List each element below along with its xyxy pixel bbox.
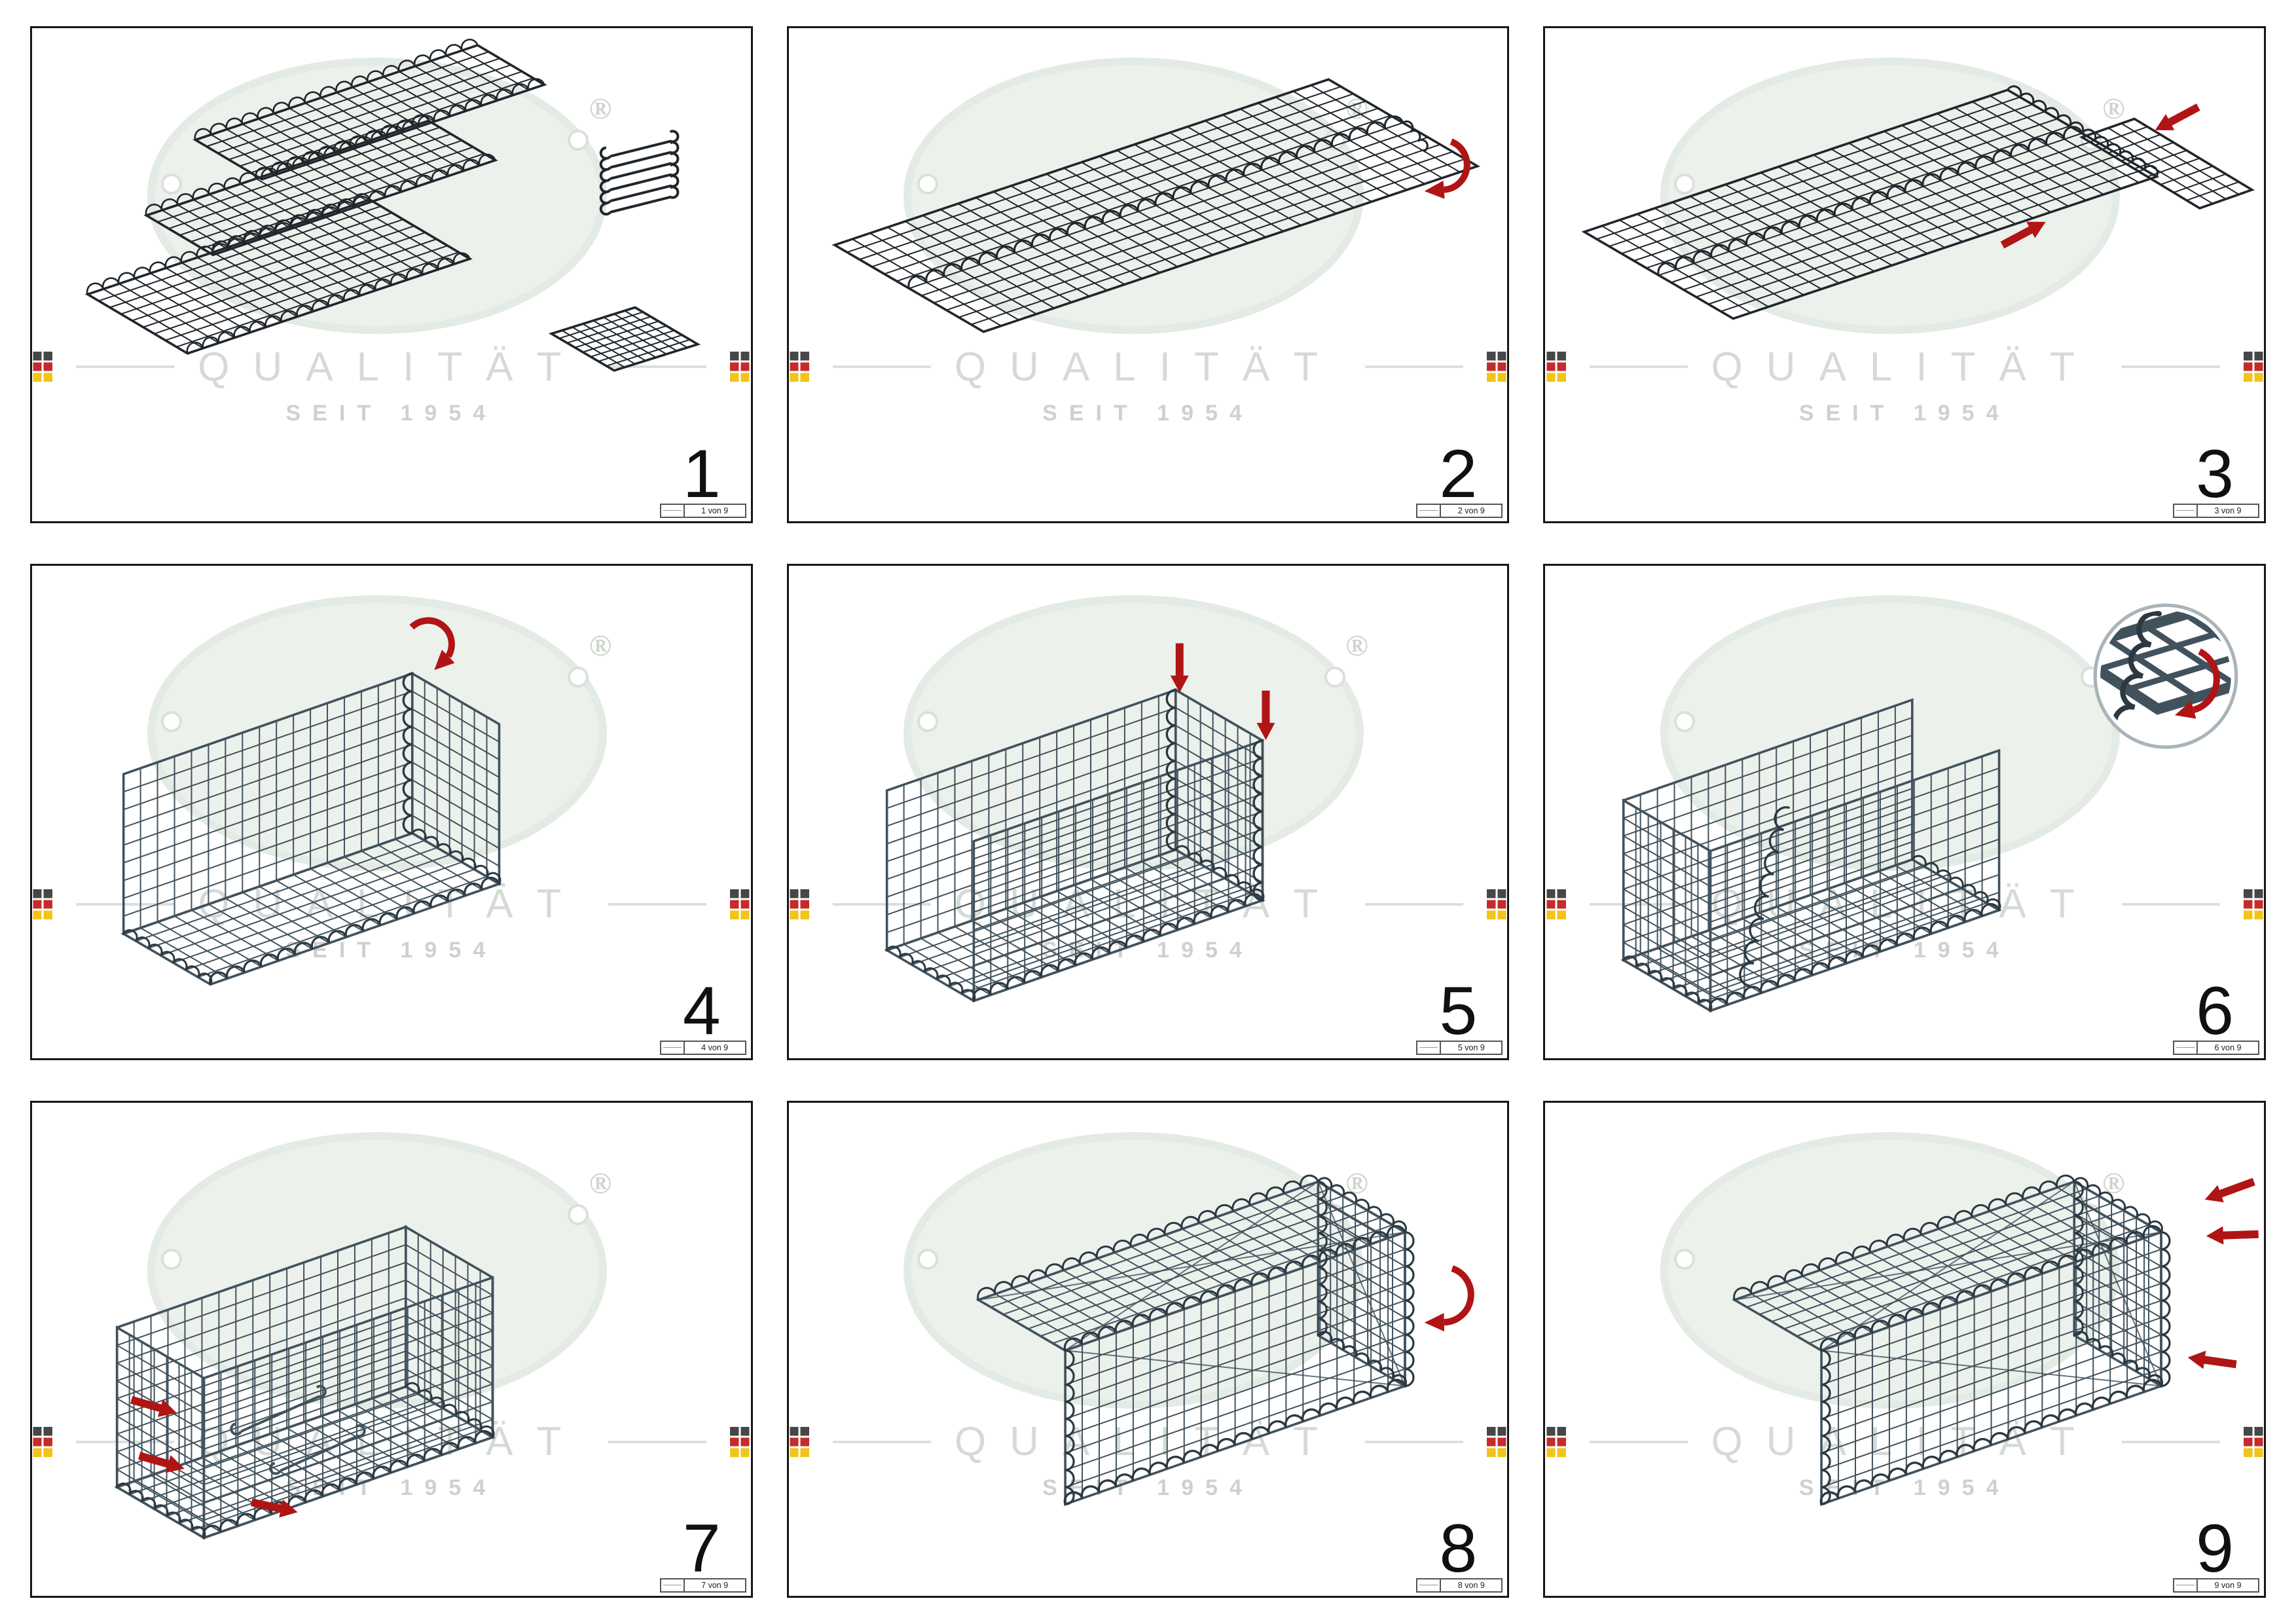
step-panel: ® QUALITÄT SEIT 1954 6 6 von 9	[1543, 563, 2266, 1061]
sheet-label-cell	[1417, 1042, 1442, 1054]
sheet-label-box: 4 von 9	[659, 1041, 746, 1056]
step-number: 3	[2196, 435, 2234, 512]
sheet-label: 6 von 9	[2214, 1043, 2242, 1053]
sheet-label: 2 von 9	[1457, 506, 1485, 515]
sheet-label: 7 von 9	[701, 1581, 729, 1590]
step-number: 1	[682, 435, 721, 512]
sheet-label-cell	[661, 1042, 685, 1054]
sheet-label: 5 von 9	[1457, 1043, 1485, 1053]
sheet-label-cell	[1417, 1579, 1442, 1591]
sheet-label-box: 1 von 9	[659, 503, 746, 518]
sheet-label: 1 von 9	[701, 506, 729, 515]
step-panel: ® QUALITÄT SEIT 1954 3 3 von 9	[1543, 26, 2266, 523]
step-number: 6	[2196, 973, 2234, 1050]
sheet-label-box: 9 von 9	[2172, 1578, 2259, 1593]
step-panel: ® QUALITÄT SEIT 1954 4 4 von 9	[30, 563, 753, 1061]
step-number: 2	[1439, 435, 1478, 512]
step-illustration	[831, 78, 1480, 333]
sheet-label: 4 von 9	[701, 1043, 729, 1053]
step-illustration	[1620, 603, 2238, 1013]
sheet-label-cell	[2174, 1042, 2198, 1054]
sheet-label-box: 8 von 9	[1416, 1578, 1503, 1593]
sheet-label-box: 5 von 9	[1416, 1041, 1503, 1056]
step-number: 5	[1439, 973, 1478, 1050]
step-illustration	[975, 1175, 1474, 1507]
step-panel: ® QUALITÄT SEIT 1954 5 5 von 9	[786, 563, 1510, 1061]
step-panel: ® QUALITÄT SEIT 1954 8 8 von 9	[786, 1101, 1510, 1598]
sheet-label: 3 von 9	[2214, 506, 2242, 515]
step-illustration	[884, 643, 1275, 1003]
sheet-label-box: 6 von 9	[2172, 1041, 2259, 1056]
step-number: 9	[2196, 1511, 2234, 1587]
step-illustration	[84, 39, 701, 372]
sheet-label: 9 von 9	[2214, 1581, 2242, 1590]
step-number: 7	[682, 1511, 721, 1587]
sheet-label-box: 2 von 9	[1416, 503, 1503, 518]
sheet-label-box: 3 von 9	[2172, 503, 2259, 518]
sheet-label-cell	[661, 504, 685, 517]
sheet-label-cell	[1417, 504, 1442, 517]
step-number: 4	[682, 973, 721, 1050]
step-panel: ® QUALITÄT SEIT 1954 1 1 von 9	[30, 26, 753, 523]
step-panel: ® QUALITÄT SEIT 1954 2 2 von 9	[786, 26, 1510, 523]
step-illustration	[1581, 85, 2255, 320]
step-illustration	[120, 617, 502, 986]
step-number: 8	[1439, 1511, 1478, 1587]
step-illustration	[1732, 1175, 2259, 1507]
sheet-label: 8 von 9	[1457, 1581, 1485, 1590]
step-panel: ® QUALITÄT SEIT 1954 7 7 von 9	[30, 1101, 753, 1598]
sheet-label-box: 7 von 9	[659, 1578, 746, 1593]
step-panel: ® QUALITÄT SEIT 1954 9 9 von 9	[1543, 1101, 2266, 1598]
sheet-label-cell	[2174, 1579, 2198, 1591]
step-illustration	[114, 1225, 496, 1540]
sheet-label-cell	[661, 1579, 685, 1591]
sheet-label-cell	[2174, 504, 2198, 517]
